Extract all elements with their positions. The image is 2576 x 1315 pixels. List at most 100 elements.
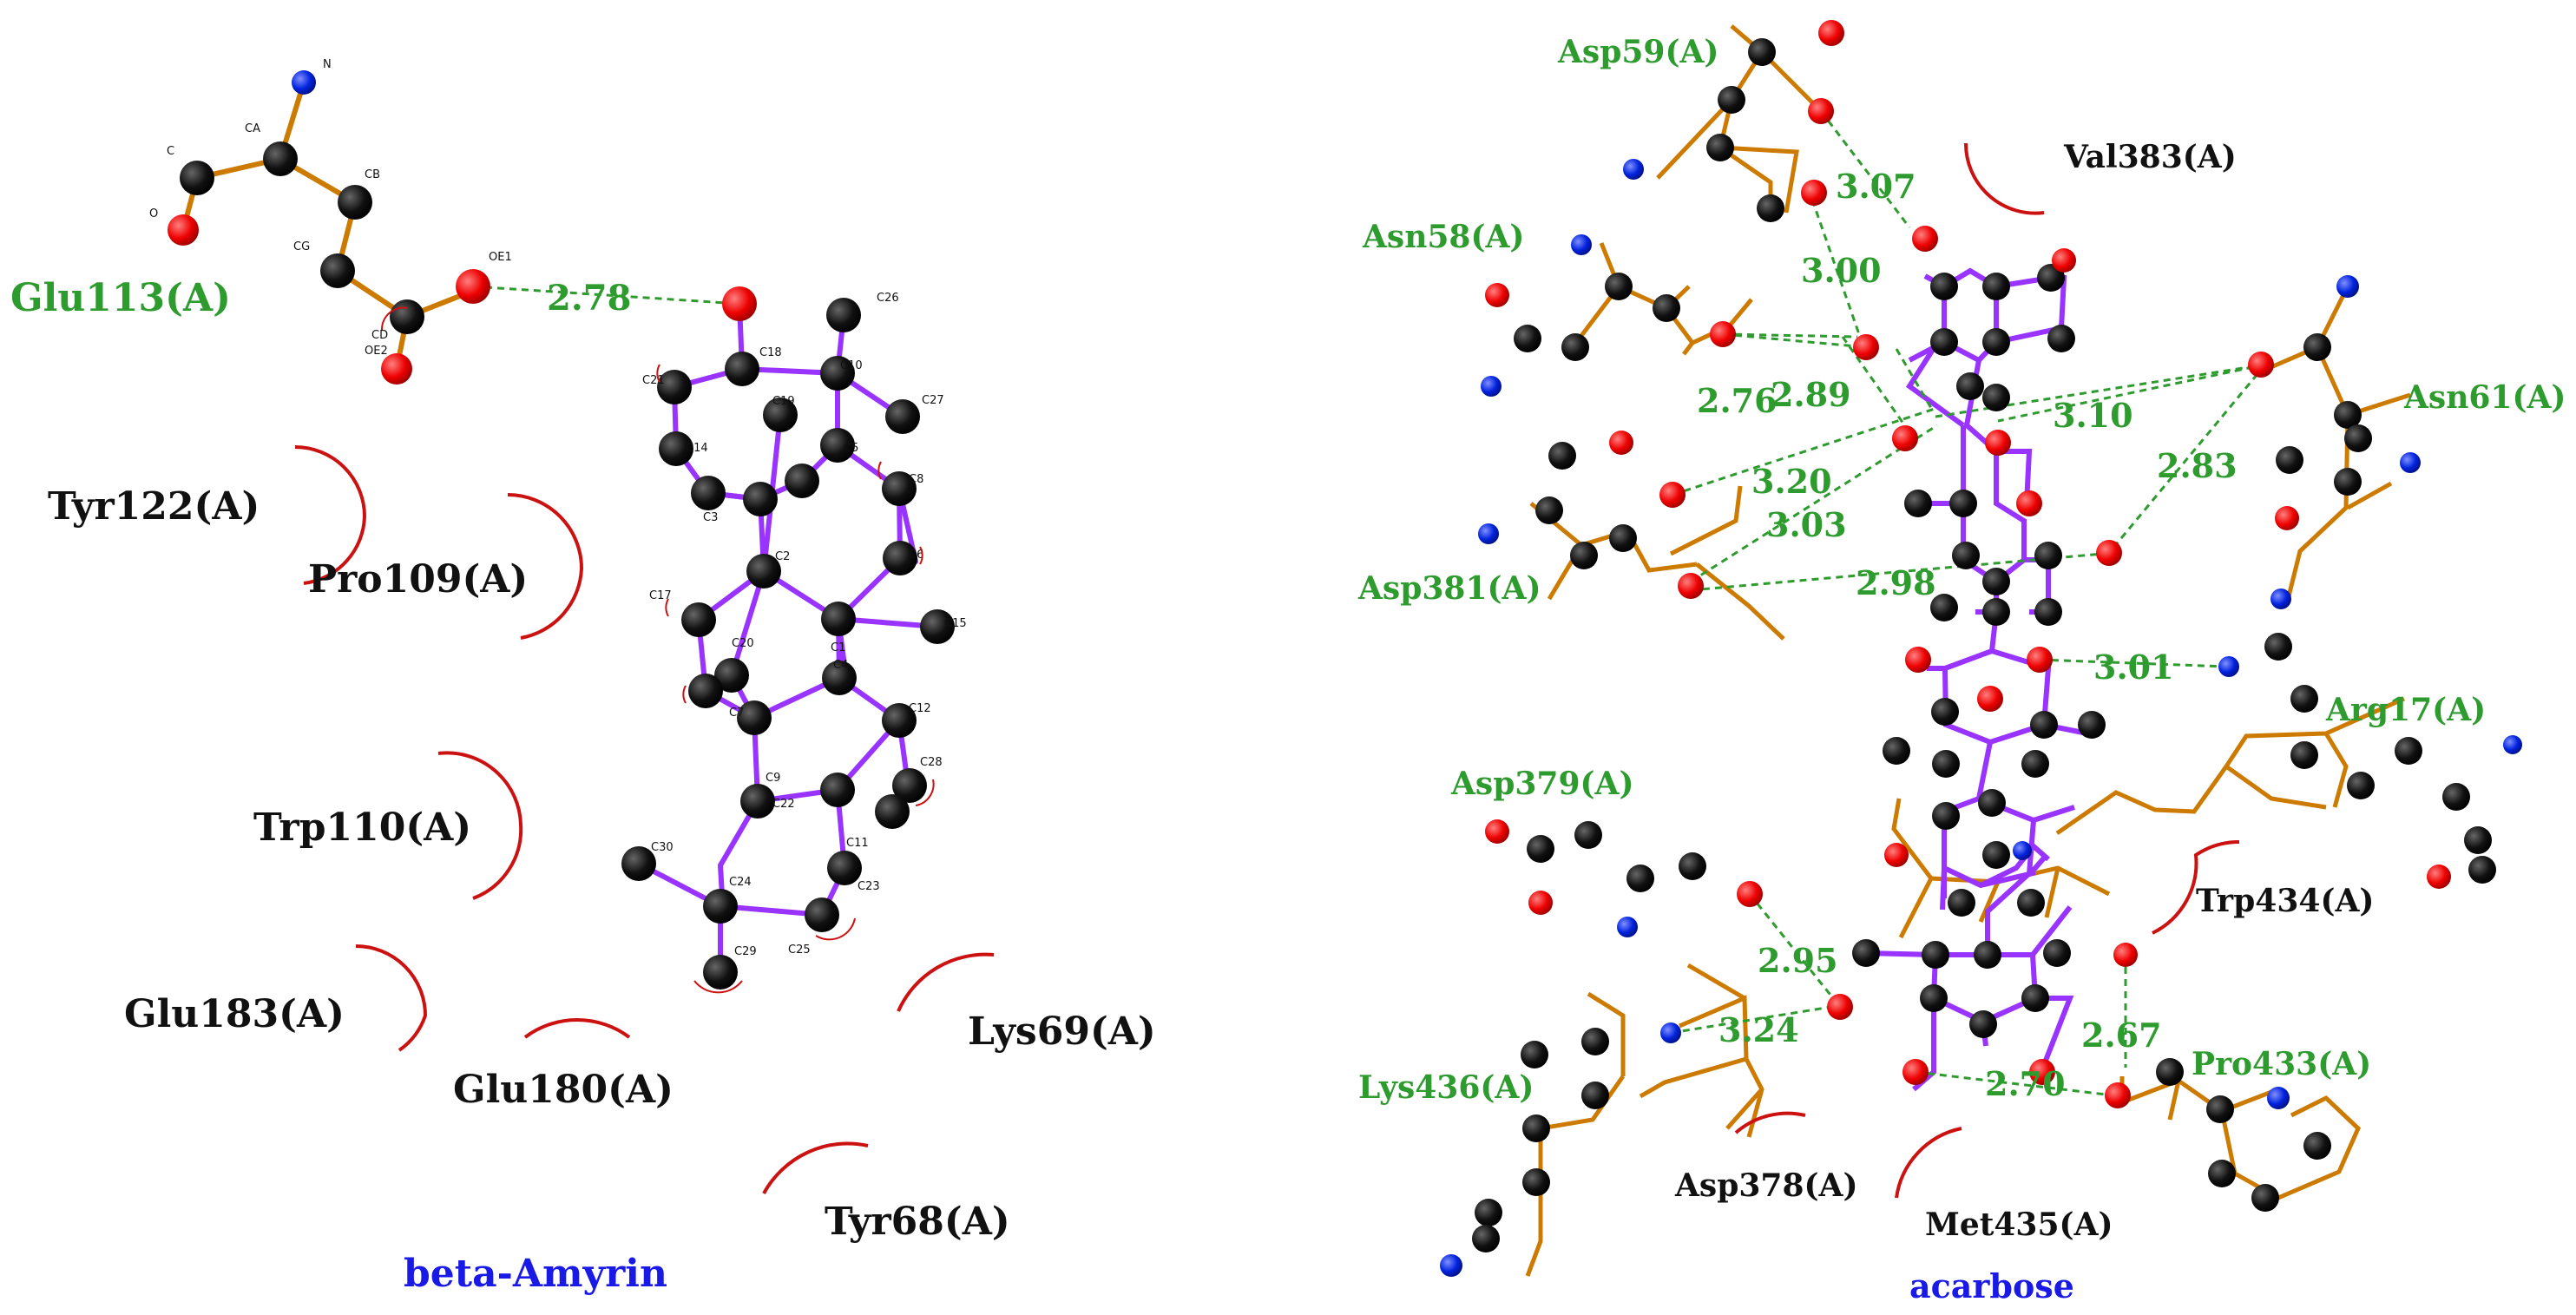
hbond-distance: 2.67 — [2081, 1016, 2162, 1055]
atom-carbon — [746, 554, 781, 588]
atom-carbon — [1883, 737, 1910, 765]
atom-carbon — [1930, 273, 1958, 300]
atom-carbon — [743, 482, 778, 516]
atom-carbon — [2464, 826, 2492, 854]
svg-text:C10: C10 — [840, 359, 863, 372]
atom-carbon — [892, 768, 927, 803]
atom-oxygen — [1902, 1059, 1929, 1085]
atom-nitrogen — [2218, 656, 2239, 677]
atom-carbon — [737, 700, 772, 735]
hbond-distance: 3.01 — [2093, 648, 2174, 687]
atom-carbon — [1956, 372, 1984, 400]
residue-label-asn61: Asn61(A) — [2403, 379, 2566, 416]
atom-oxygen — [1912, 226, 1938, 252]
atom-carbon — [882, 471, 917, 506]
atom-carbon — [2017, 889, 2045, 917]
atom-oxygen — [456, 269, 490, 304]
atom-carbon — [763, 398, 798, 432]
svg-text:C21: C21 — [642, 374, 665, 387]
residue-label-lys436: Lys436(A) — [1358, 1069, 1534, 1106]
atom-carbon — [1932, 750, 1960, 778]
hbond-distance: 2.95 — [1758, 941, 1838, 980]
atom-nitrogen — [292, 70, 316, 95]
residue-label-asp379: Asp379(A) — [1450, 766, 1634, 802]
atom-carbon — [2264, 633, 2292, 661]
svg-text:C8: C8 — [909, 473, 923, 486]
residue-label-glu113: Glu113(A) — [10, 276, 231, 320]
atom-carbon — [1706, 134, 1734, 161]
atom-oxygen — [1659, 482, 1686, 508]
residue-label-trp110: Trp110(A) — [253, 805, 471, 850]
svg-text:C23: C23 — [858, 880, 880, 893]
svg-text:CG: CG — [293, 240, 310, 253]
ligand-title: beta-Amyrin — [404, 1252, 667, 1296]
atom-carbon — [390, 299, 424, 334]
atom-nitrogen — [2013, 841, 2032, 860]
residue-label-tyr122: Tyr122(A) — [48, 484, 260, 529]
atom-nitrogen — [1481, 376, 1502, 397]
svg-text:C7: C7 — [729, 707, 744, 720]
atom-carbon — [263, 141, 298, 176]
svg-text:C5: C5 — [844, 442, 858, 455]
atom-carbon — [2208, 1160, 2236, 1187]
atom-nitrogen — [2270, 588, 2291, 609]
atom-nitrogen — [2503, 735, 2522, 754]
atom-carbon — [1581, 1028, 1609, 1055]
svg-text:CA: CA — [245, 122, 260, 135]
atom-oxygen — [1985, 430, 2011, 456]
atom-carbon — [1581, 1082, 1609, 1109]
hydrophobic-arcs-left — [294, 445, 995, 1194]
svg-text:C9: C9 — [766, 772, 780, 785]
atom-carbon — [1982, 568, 2010, 595]
atom-carbon — [785, 464, 819, 498]
svg-text:C2: C2 — [775, 550, 790, 563]
svg-text:C15: C15 — [944, 617, 967, 630]
atom-carbon — [621, 846, 656, 881]
atom-carbon — [820, 773, 855, 807]
atom-carbon — [2034, 542, 2062, 569]
atom-oxygen — [1485, 819, 1509, 844]
beta-amyrin-atoms — [168, 70, 955, 990]
atom-carbon — [2206, 1095, 2234, 1123]
svg-text:N: N — [323, 58, 332, 71]
atom-carbon — [2078, 711, 2106, 739]
svg-text:OE2: OE2 — [365, 345, 388, 358]
atom-carbon — [1679, 852, 1706, 880]
residue-label-val383: Val383(A) — [2063, 139, 2237, 175]
atom-carbon — [2344, 424, 2372, 452]
right-panel: 3.07 3.00 2.76 2.89 3.10 3.20 2.83 3.03 … — [1357, 20, 2566, 1305]
atom-carbon — [1574, 821, 1602, 849]
atom-carbon — [1948, 889, 1975, 917]
atom-carbon — [1982, 384, 2010, 411]
atom-oxygen — [2427, 865, 2451, 889]
residue-label-lys69: Lys69(A) — [968, 1009, 1156, 1054]
atom-contact-ticks — [380, 306, 935, 994]
residue-label-glu180: Glu180(A) — [453, 1068, 674, 1112]
atom-carbon — [2251, 1184, 2279, 1212]
svg-text:C20: C20 — [732, 637, 754, 650]
atom-nitrogen — [1571, 234, 1592, 255]
atom-oxygen — [1853, 334, 1879, 360]
atom-carbon — [740, 784, 775, 819]
residue-label-met435: Met435(A) — [1925, 1207, 2113, 1243]
atom-carbon — [1522, 1114, 1550, 1142]
beta-amyrin-atom-labels: N C CA CB O CG OE1 CD OE2 C26 C18 C10 C2… — [149, 58, 967, 958]
svg-text:O: O — [149, 207, 158, 220]
residue-label-pro109: Pro109(A) — [308, 557, 528, 602]
atom-carbon — [1748, 38, 1776, 66]
atom-carbon — [2021, 984, 2049, 1012]
atom-oxygen — [1905, 647, 1931, 673]
atom-carbon — [714, 658, 749, 693]
atom-carbon — [1561, 333, 1589, 361]
svg-text:C: C — [167, 145, 174, 158]
svg-text:C24: C24 — [729, 876, 752, 889]
atom-carbon — [1932, 802, 1960, 830]
atom-carbon — [1949, 490, 1977, 517]
atom-carbon — [2290, 741, 2318, 769]
residue-label-tyr68: Tyr68(A) — [825, 1200, 1010, 1244]
hbond-distance: 3.10 — [2053, 396, 2133, 435]
atom-carbon — [2047, 325, 2075, 352]
atom-nitrogen — [1440, 1254, 1462, 1277]
atom-oxygen — [1892, 425, 1918, 451]
